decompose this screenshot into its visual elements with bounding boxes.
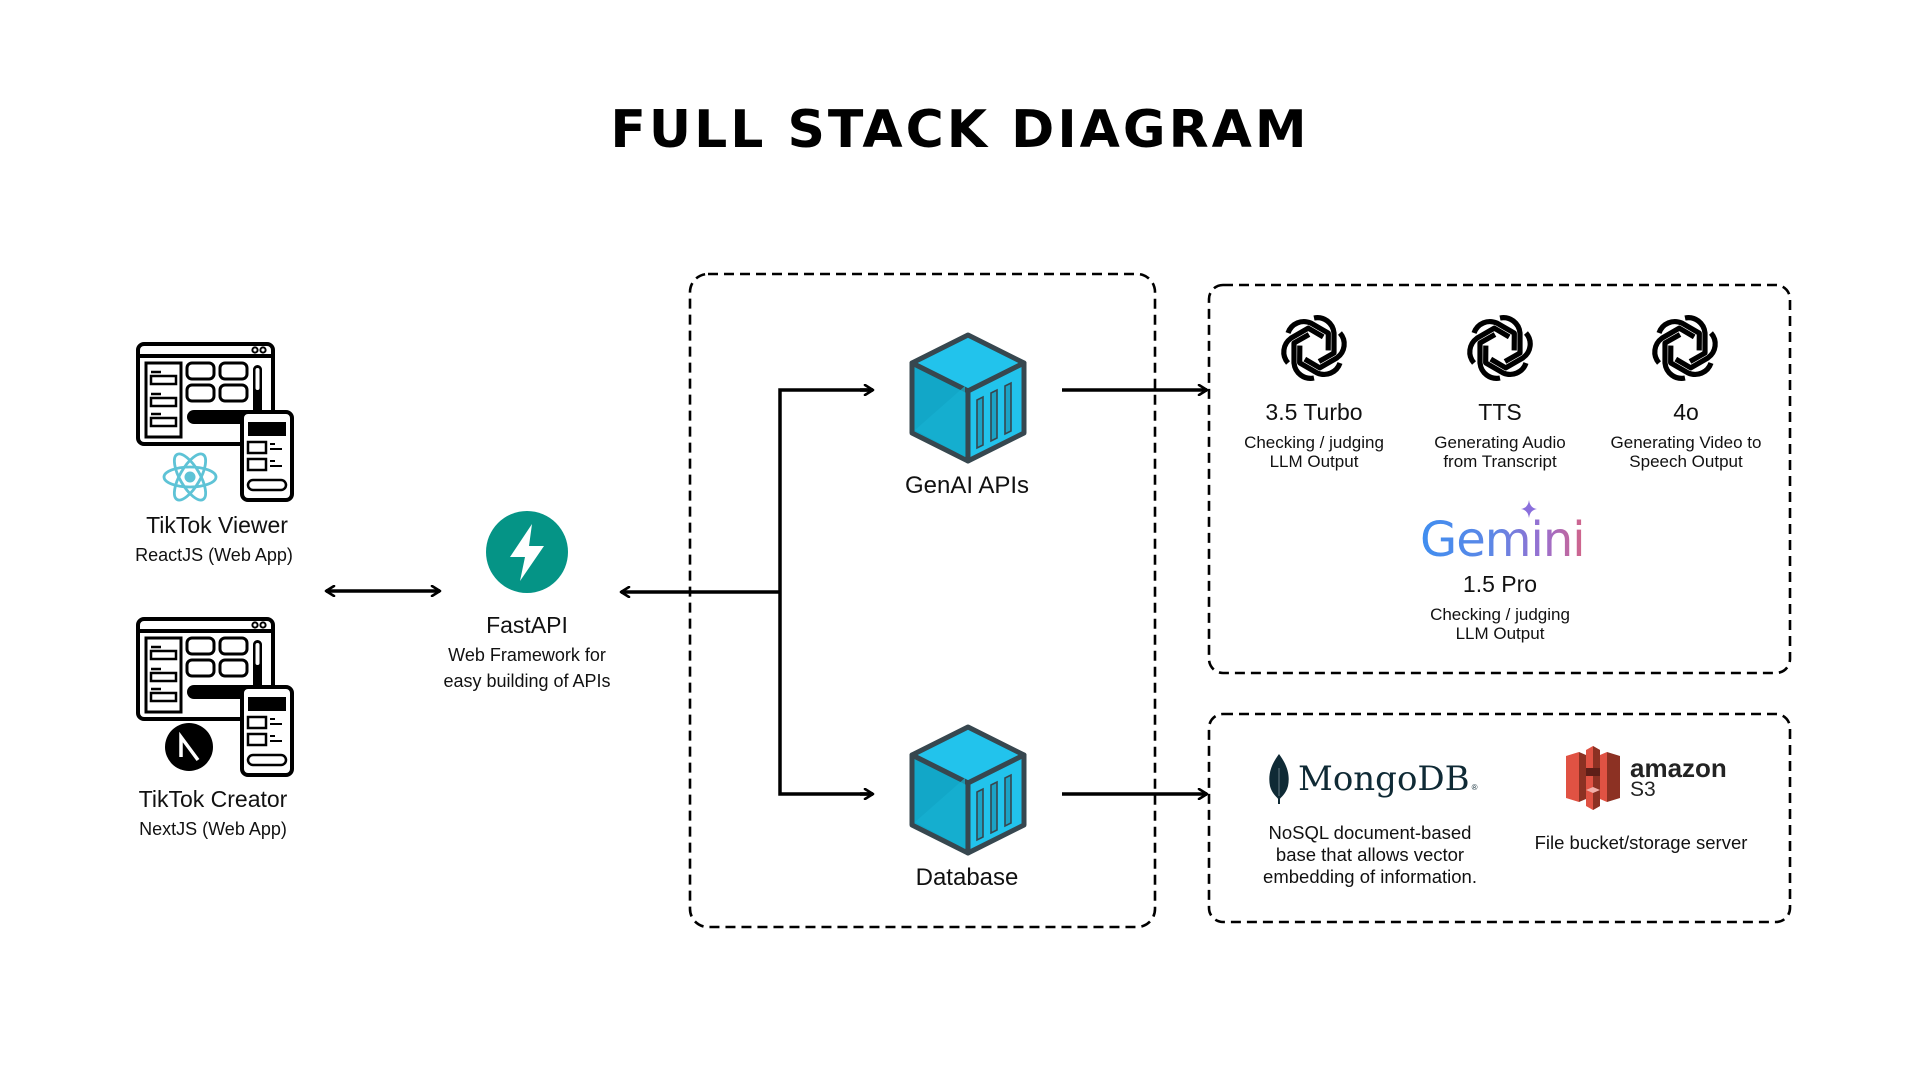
s3-logo-text: S3 [1630,778,1656,801]
s3-bucket-icon [1566,746,1620,810]
model-name: 3.5 Turbo [1265,399,1363,425]
amazon-s3-logo: amazon S3 [1566,746,1727,810]
storage-providers-box [1207,712,1792,924]
openai-icon [1647,310,1723,386]
database-container-cube-icon [909,724,1027,856]
gemini-logo: Gemini [1420,500,1584,564]
storage-description-line: embedding of information. [1263,866,1477,887]
openai-icon [1462,310,1538,386]
model-description-line: LLM Output [1455,624,1545,643]
client-name: TikTok Creator [138,786,288,812]
model-name: 1.5 Pro [1462,571,1538,597]
server-description-line: easy building of APIs [443,671,611,691]
fastapi-lightning-bolt-icon [486,511,568,593]
openai-icon [1276,310,1352,386]
model-description-line: from Transcript [1443,452,1557,471]
model-description-line: Generating Audio [1434,433,1566,452]
client-tiktok-creator [130,615,300,785]
service-name: GenAI APIs [904,472,1030,499]
model-name: TTS [1478,399,1522,425]
mongodb-logo: MongoDB ® [1268,752,1478,806]
model-description-line: Checking / judging [1244,433,1384,452]
model-name: 4o [1673,399,1699,425]
model-description-line: LLM Output [1269,452,1359,471]
page-title: FULL STACK DIAGRAM [610,100,1310,160]
gemini-sparkle-icon [1521,500,1537,518]
model-description-line: Speech Output [1629,452,1743,471]
model-description-line: Generating Video to [1610,433,1762,452]
client-tech: NextJS (Web App) [139,819,287,839]
model-description-line: Checking / judging [1430,605,1570,624]
amazon-logo-text: amazon [1630,753,1727,783]
react-icon [162,452,218,502]
storage-description-line: NoSQL document-based [1268,822,1472,843]
gemini-logo-text: Gemini [1420,512,1584,564]
storage-description-line: File bucket/storage server [1534,832,1748,853]
service-name: Database [915,864,1019,891]
services-group-box [688,272,1157,929]
registered-mark: ® [1471,783,1478,792]
client-tiktok-viewer [130,340,300,510]
storage-description-line: base that allows vector [1275,844,1465,865]
branch-connector [778,388,870,796]
nextjs-icon [165,723,213,771]
mongodb-logo-text: MongoDB [1298,759,1470,799]
web-app-icon [136,617,294,777]
web-app-icon [136,342,294,502]
server-description-line: Web Framework for [448,645,606,665]
genai-providers-box [1207,283,1792,675]
mongodb-leaf-icon [1269,754,1289,804]
genai-container-cube-icon [909,332,1027,464]
client-name: TikTok Viewer [146,512,288,538]
server-name: FastAPI [486,612,568,638]
client-tech: ReactJS (Web App) [135,545,293,565]
